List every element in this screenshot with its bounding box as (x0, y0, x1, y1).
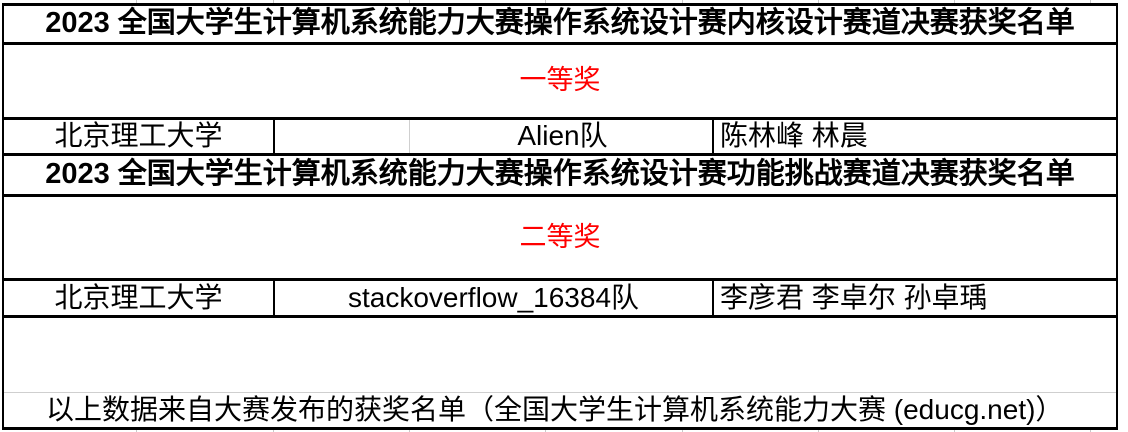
kernel-winner-row: 北京理工大学 Alien队 陈林峰 林晨 (4, 117, 1116, 153)
challenge-winner-members: 李彦君 李卓尔 孙卓瑀 (720, 282, 988, 313)
gridline-stub (136, 0, 137, 3)
gridline-stub (409, 0, 410, 3)
gridline-stub (136, 430, 137, 432)
gridline-stub (818, 430, 819, 432)
kernel-winner-team: Alien队 (275, 120, 714, 153)
data-source-footnote: 以上数据来自大赛发布的获奖名单（全国大学生计算机系统能力大赛 (educg.ne… (4, 392, 1116, 427)
challenge-award-level: 二等奖 (4, 194, 1116, 278)
gridline-stub (273, 0, 274, 3)
gridline-stub (682, 0, 683, 3)
kernel-award-level: 一等奖 (4, 42, 1116, 117)
kernel-track-title: 2023 全国大学生计算机系统能力大赛操作系统设计赛内核设计赛道决赛获奖名单 (4, 3, 1116, 42)
gridline-stub (954, 430, 955, 432)
challenge-winner-row: 北京理工大学 stackoverflow_16384队 李彦君 李卓尔 孙卓瑀 (4, 278, 1116, 315)
empty-row (4, 315, 1116, 392)
gridline-stub (545, 430, 546, 432)
gridline-stub (409, 430, 410, 432)
award-table: 2023 全国大学生计算机系统能力大赛操作系统设计赛内核设计赛道决赛获奖名单 一… (2, 3, 1118, 430)
gridline-stub (954, 0, 955, 3)
gridline-stub (545, 0, 546, 3)
gridline-stub (273, 430, 274, 432)
gridline-stub (1090, 430, 1091, 432)
cell-gridline (409, 120, 410, 153)
gridline-stub (818, 0, 819, 3)
challenge-track-title: 2023 全国大学生计算机系统能力大赛操作系统设计赛功能挑战赛道决赛获奖名单 (4, 153, 1116, 194)
gridline-stub (1090, 0, 1091, 3)
challenge-winner-team: stackoverflow_16384队 (275, 281, 714, 315)
kernel-winner-school: 北京理工大学 (4, 120, 275, 153)
challenge-winner-school: 北京理工大学 (4, 281, 275, 315)
kernel-winner-members: 陈林峰 林晨 (720, 120, 868, 151)
gridline-stub (682, 430, 683, 432)
